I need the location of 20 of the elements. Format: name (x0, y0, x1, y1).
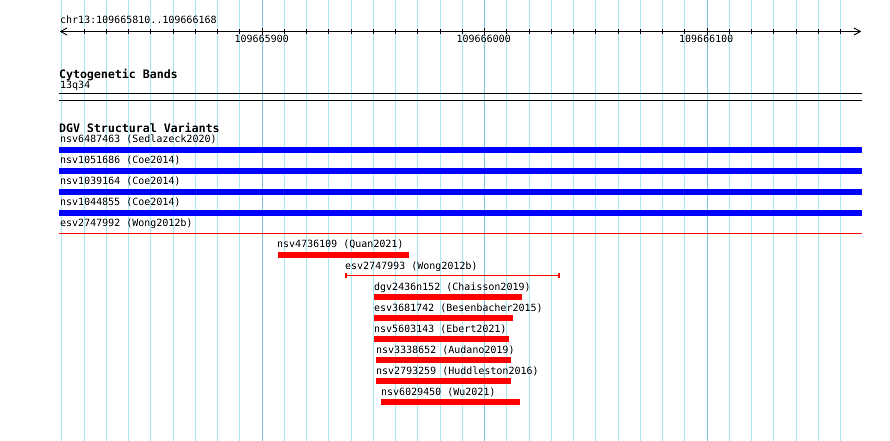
track-title: Cytogenetic Bands (59, 66, 178, 80)
variant-label: nsv4736109 (Quan2021) (277, 239, 404, 251)
variant-label: esv2747993 (Wong2012b) (345, 260, 478, 272)
variant-label: nsv3338652 (Audano2019) (376, 344, 514, 356)
variant-label: nsv2793259 (Huddleston2016) (376, 366, 539, 378)
tick-label: 109666100 (679, 34, 734, 46)
variant-label: nsv1044855 (Coe2014) (60, 197, 180, 209)
tick-label: 109665900 (234, 34, 289, 46)
tick-label: 109666000 (456, 34, 511, 46)
band-label: 13q34 (60, 80, 90, 92)
variant-label: esv2747992 (Wong2012b) (60, 218, 192, 230)
variant-label: esv3681742 (Besenbacher2015) (374, 302, 543, 314)
variant-label: nsv6029450 (Wu2021) (381, 386, 496, 398)
region-title: chr13:109665810..109666168 (60, 15, 217, 27)
variant-label: nsv1039164 (Coe2014) (60, 176, 180, 188)
variant-label: nsv5603143 (Ebert2021) (374, 324, 506, 336)
variant-label: nsv6487463 (Sedlazeck2020) (60, 134, 217, 146)
track-title: DGV Structural Variants (59, 121, 220, 135)
variant-label: dgv2436n152 (Chaisson2019) (374, 282, 531, 294)
variant-label: nsv1051686 (Coe2014) (60, 155, 180, 167)
